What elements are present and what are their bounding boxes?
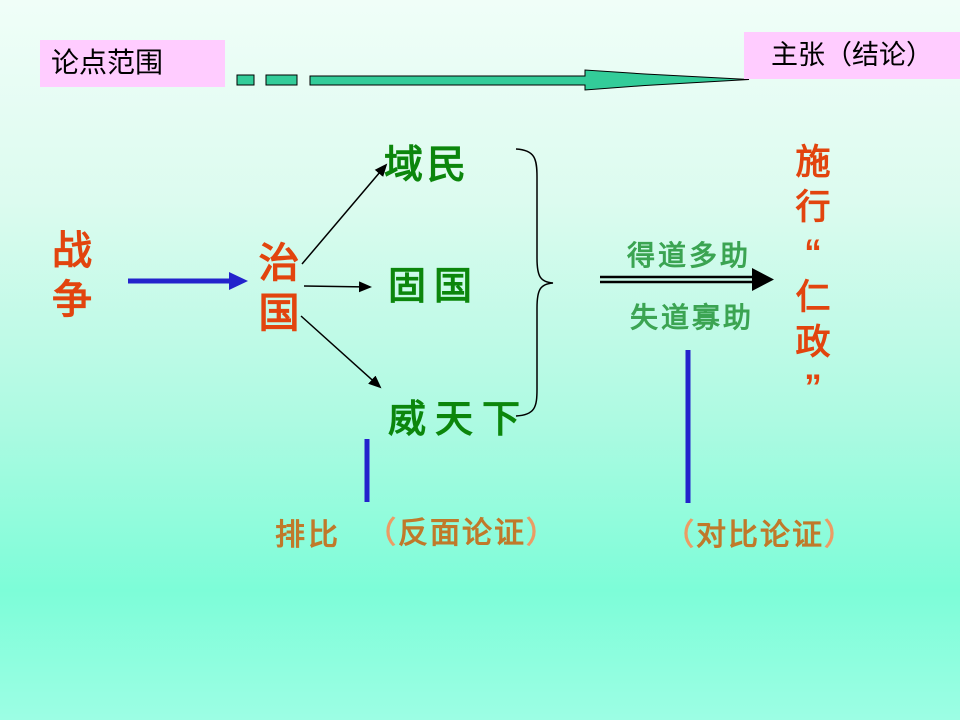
fanmian-text: 反面论证 <box>398 517 526 550</box>
branch-weitianxia: 威天下 <box>388 399 530 441</box>
benevolent-policy-label: 施 行 “ 仁 政 ” <box>795 143 831 407</box>
arrow-to-guguo <box>303 281 372 293</box>
outcome-positive: 得道多助 <box>627 240 752 271</box>
blue-arrow <box>128 272 248 290</box>
branch-arrows <box>300 163 388 389</box>
annotation-duibi: （对比论证） <box>664 510 856 554</box>
branch-guguo: 固国 <box>388 266 481 308</box>
curly-brace <box>515 148 554 417</box>
fanmian-close-paren: ） <box>526 517 558 550</box>
duibi-close-paren: ） <box>824 519 856 552</box>
annotation-fanmian: （反面论证） <box>366 508 558 552</box>
arrow-to-yumin <box>301 163 388 265</box>
war-label: 战 争 <box>52 229 92 322</box>
topic-scope-box: 论点范围 <box>40 40 225 87</box>
duibi-open-paren: （ <box>664 519 696 552</box>
teal-dashed-arrow <box>236 69 750 91</box>
duibi-text: 对比论证 <box>696 519 824 552</box>
branch-yumin: 域民 <box>384 144 471 187</box>
fanmian-open-paren: （ <box>366 517 398 550</box>
annotation-paibi: 排比 <box>275 519 341 552</box>
outcome-negative: 失道寡助 <box>630 302 755 333</box>
arrow-to-weitianxia <box>300 315 382 389</box>
govern-label: 治 国 <box>258 240 300 336</box>
conclusion-box: 主张（结论） <box>744 32 960 79</box>
